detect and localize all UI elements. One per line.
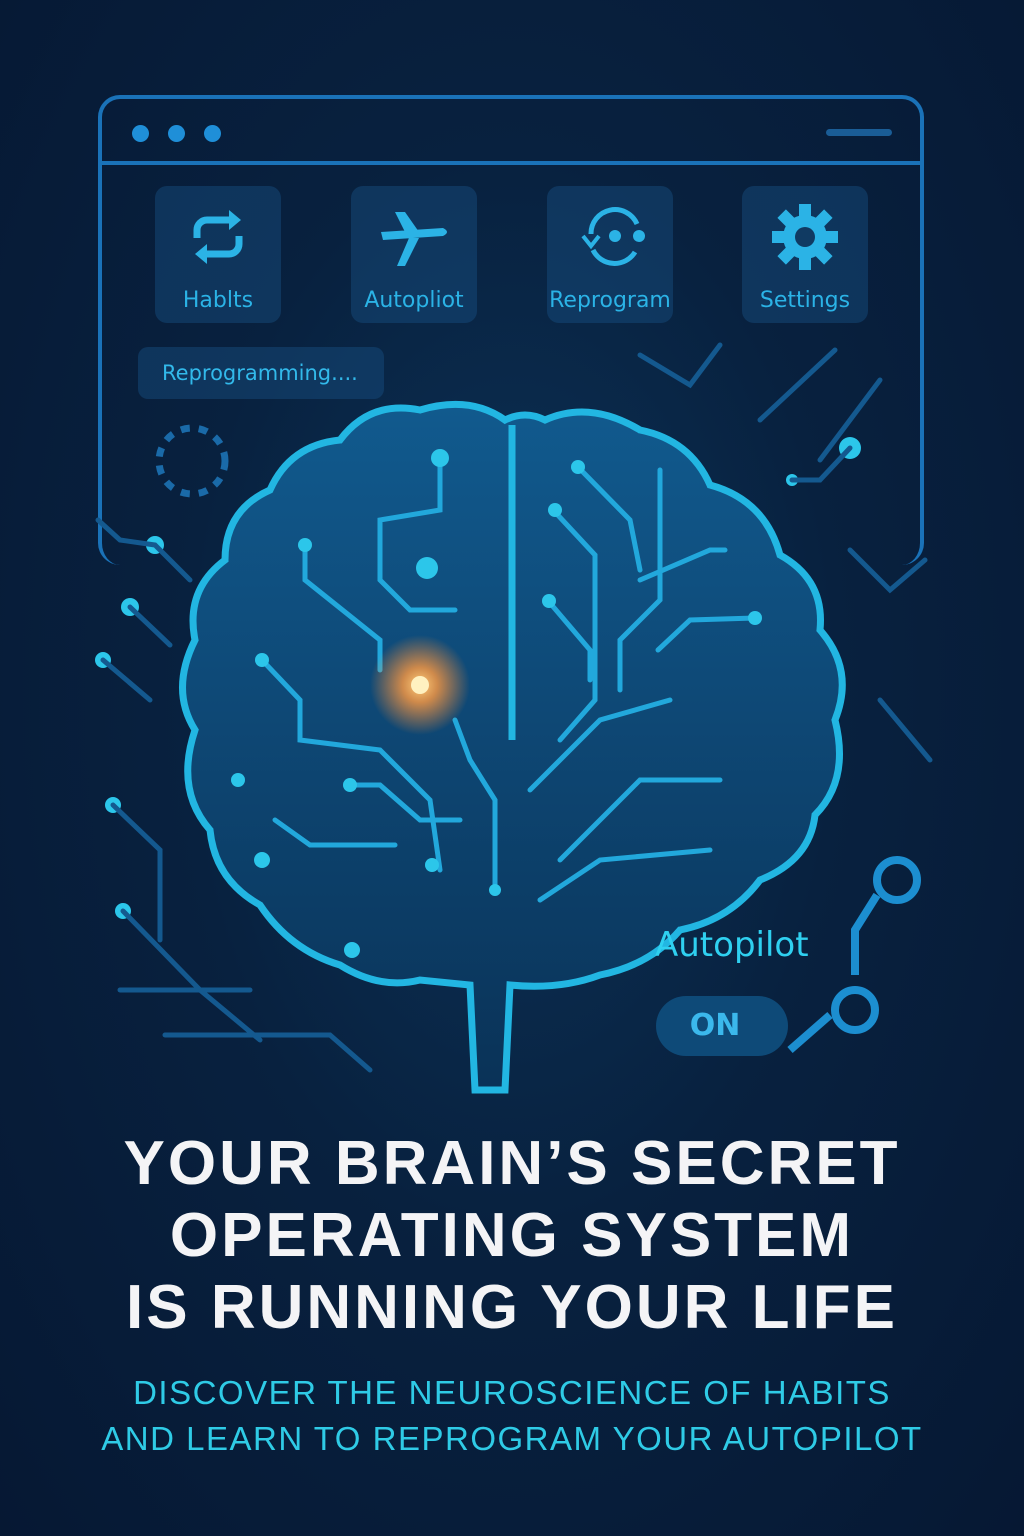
brain-circuits	[259, 457, 758, 903]
brain-outline	[179, 400, 846, 1094]
autopilot-label: Autopilot	[655, 925, 809, 965]
subheadline-line: AND LEARN TO REPROGRAM YOUR AUTOPILOT	[101, 1420, 923, 1457]
window-dot	[204, 125, 221, 142]
airplane-icon	[381, 212, 447, 266]
tile-habits[interactable]: Hablts	[155, 186, 281, 323]
autopilot-toggle[interactable]: ON	[656, 996, 788, 1056]
headline-line: IS RUNNING YOUR LIFE	[126, 1273, 898, 1342]
headline-line: OPERATING SYSTEM	[169, 1201, 855, 1270]
subheadline-line: DISCOVER THE NEUROSCIENCE OF HABITS	[133, 1374, 891, 1411]
tile-label: Settings	[759, 288, 851, 313]
loading-spinner-icon	[155, 424, 229, 498]
tile-label: Autopliot	[364, 288, 464, 313]
window-dot	[132, 125, 149, 142]
gear-icon	[772, 204, 838, 270]
window-menu-line	[826, 129, 892, 136]
tile-settings[interactable]: Settings	[742, 186, 868, 323]
titlebar-divider	[102, 161, 920, 165]
window-dot	[168, 125, 185, 142]
background-circuits	[95, 342, 933, 1073]
repeat-icon	[193, 210, 243, 264]
headline-line: YOUR BRAIN’S SECRET	[123, 1129, 901, 1198]
app-window-frame	[98, 95, 924, 565]
tile-autopilot[interactable]: Autopliot	[351, 186, 477, 323]
refresh-cycle-icon	[581, 207, 645, 266]
toggle-connector	[787, 856, 921, 1054]
subheadline: DISCOVER THE NEUROSCIENCE OF HABITS AND …	[0, 1370, 1024, 1462]
tile-reprogram[interactable]: Reprogram	[547, 186, 673, 323]
tile-label: Hablts	[182, 288, 254, 313]
headline: YOUR BRAIN’S SECRET OPERATING SYSTEM IS …	[0, 1128, 1024, 1344]
tile-label: Reprogram	[549, 288, 671, 313]
status-reprogramming: Reprogramming....	[138, 347, 384, 399]
